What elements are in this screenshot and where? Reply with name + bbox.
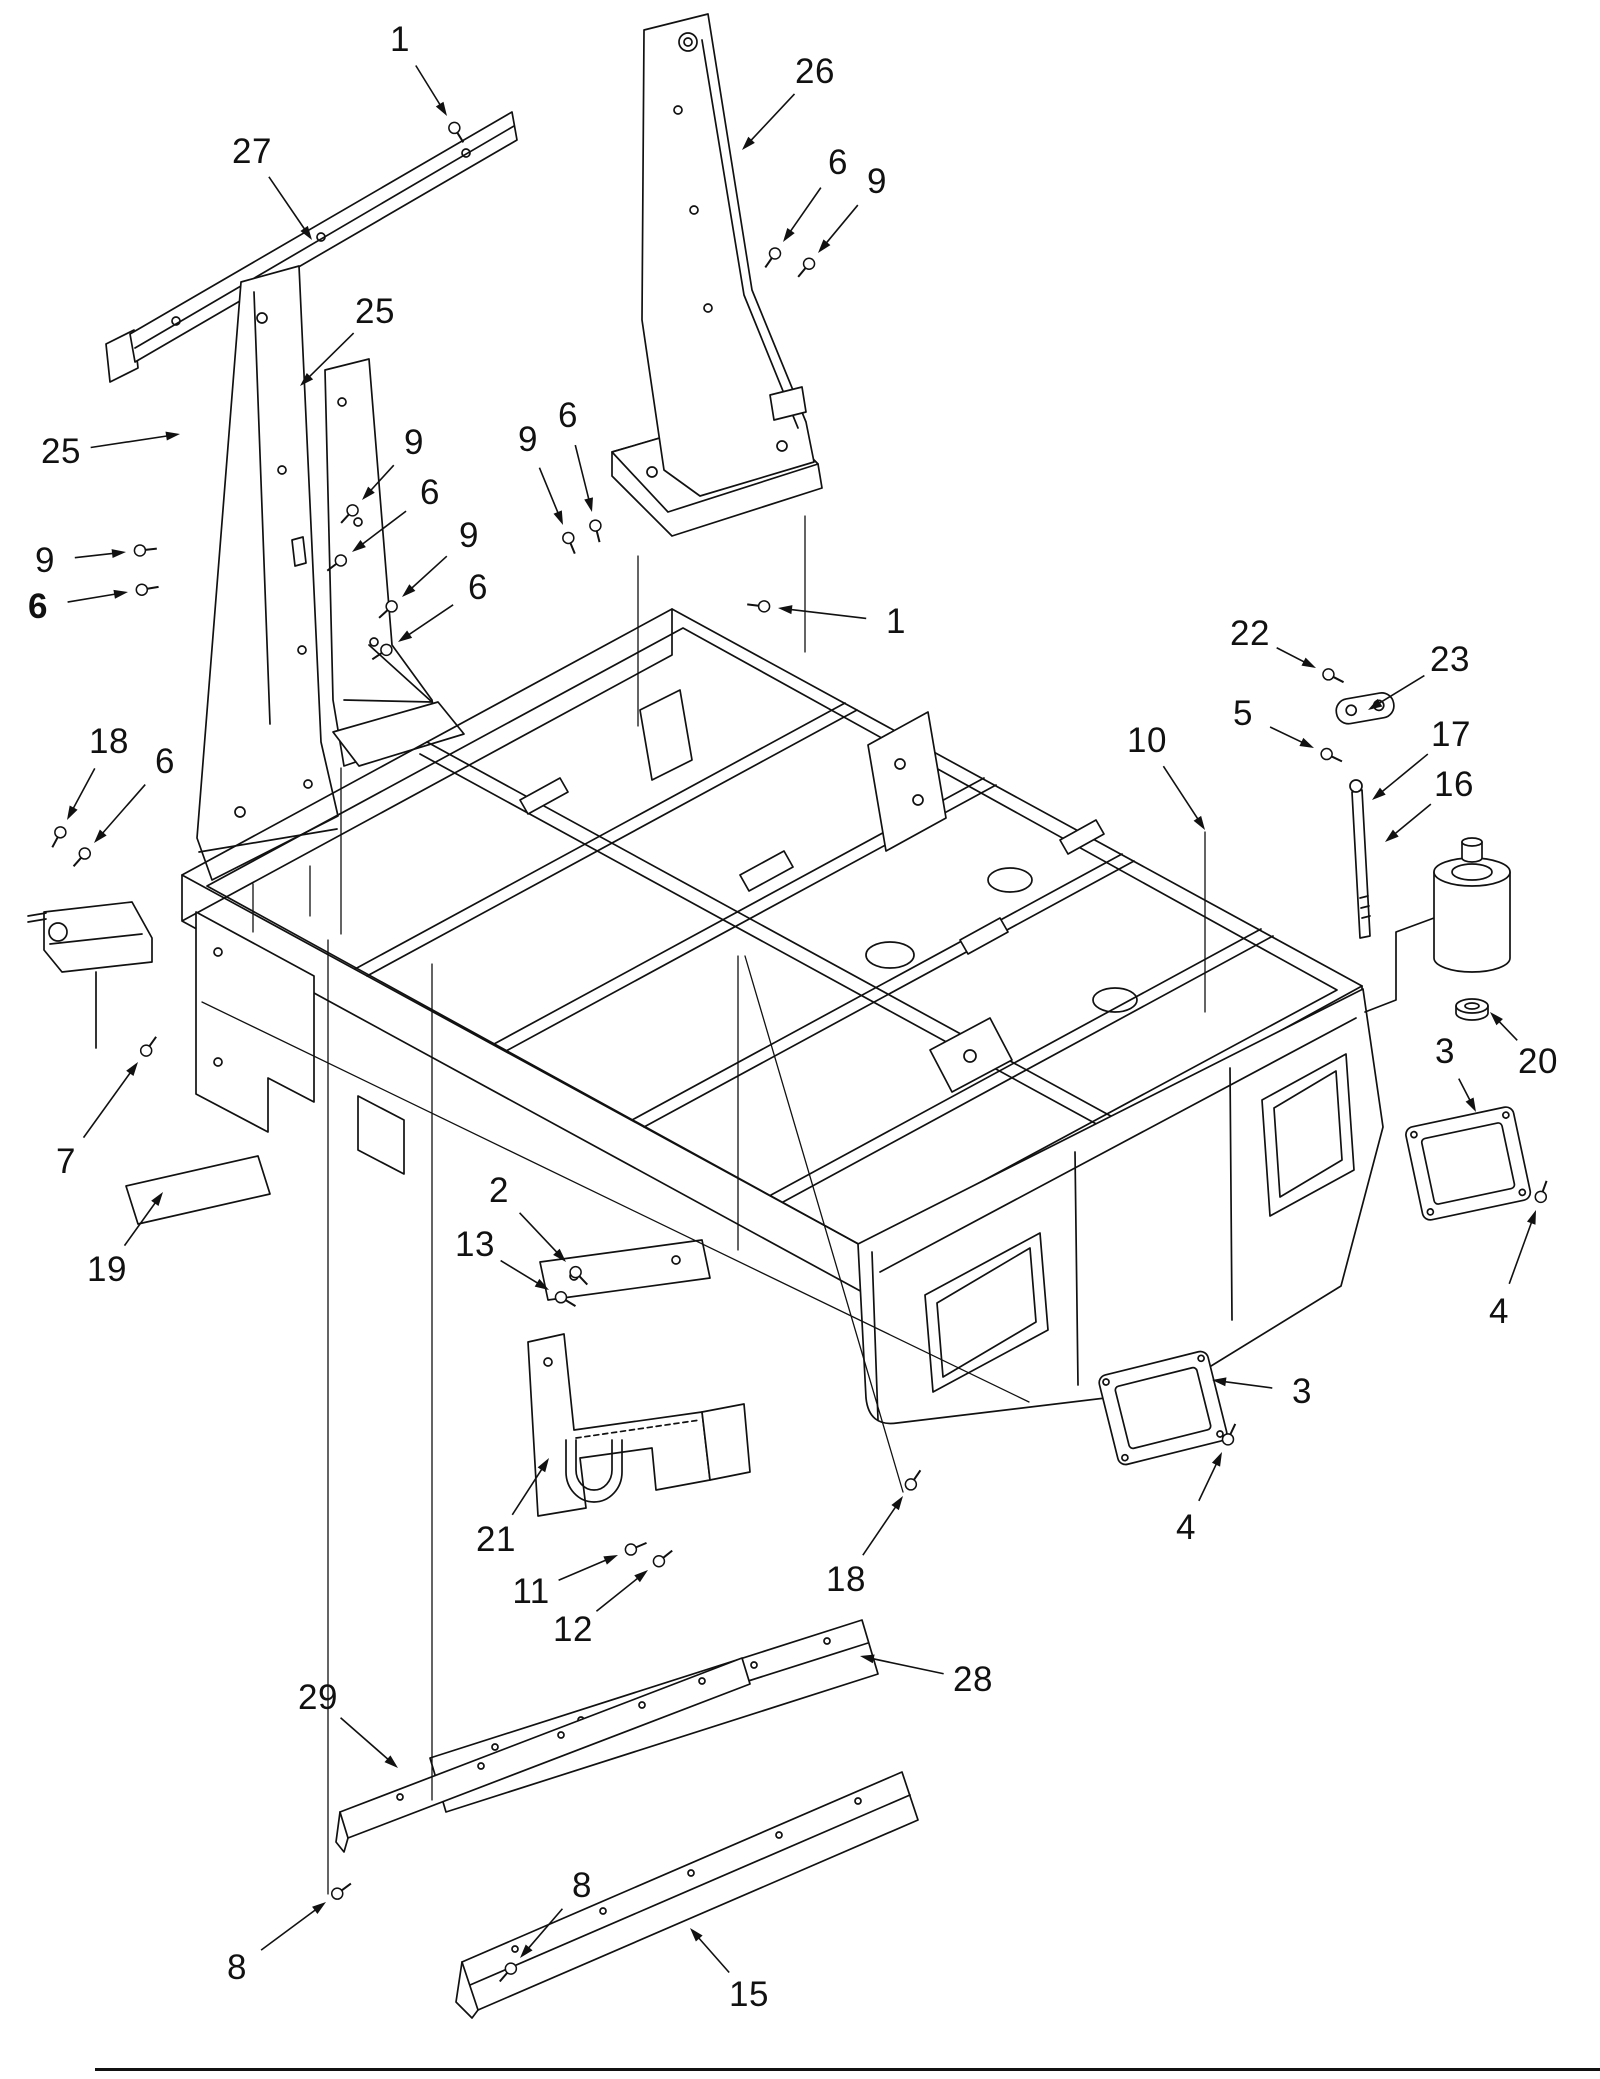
fastener-glyph <box>747 600 771 613</box>
callout-label-9: 9 <box>35 541 55 580</box>
fastener-glyph <box>652 1549 673 1568</box>
part-26-rear-bracket <box>611 13 823 537</box>
callout-label-3: 3 <box>1435 1032 1455 1071</box>
fastener-glyph <box>764 247 782 269</box>
part-20-washer <box>1455 998 1489 1021</box>
part-19-strip <box>125 1155 271 1225</box>
fastener-glyph <box>1534 1180 1548 1204</box>
callout-label-8: 8 <box>572 1866 592 1905</box>
callout-label-28: 28 <box>953 1660 993 1699</box>
part-bumper <box>857 988 1384 1425</box>
fastener-glyph <box>51 826 67 848</box>
fastener-glyph <box>562 531 576 555</box>
callout-label-27: 27 <box>232 132 272 171</box>
part-3-plate-lower <box>1098 1350 1228 1466</box>
fastener-glyph <box>624 1541 647 1556</box>
callout-label-10: 10 <box>1127 721 1167 760</box>
part-15-panel <box>455 1771 919 2019</box>
callout-label-1: 1 <box>390 20 410 59</box>
callout-label-25: 25 <box>41 432 81 471</box>
part-17-rod <box>1349 779 1371 939</box>
callout-label-18: 18 <box>826 1560 866 1599</box>
fastener-glyph <box>326 554 348 572</box>
callout-label-11: 11 <box>512 1572 550 1611</box>
callout-label-15: 15 <box>729 1975 769 2014</box>
fastener-glyph <box>72 847 92 867</box>
fastener-glyph <box>135 583 159 596</box>
fastener-glyph <box>904 1469 922 1491</box>
fastener-glyph <box>133 544 157 557</box>
fastener-glyph <box>378 600 398 619</box>
callout-label-6: 6 <box>28 587 48 626</box>
callout-label-1: 1 <box>886 602 906 641</box>
part-21-bracket <box>527 1239 751 1517</box>
page-footer-rule <box>95 2068 1600 2071</box>
callout-label-6: 6 <box>828 143 848 182</box>
callout-label-5: 5 <box>1233 694 1253 733</box>
fastener-glyph <box>589 519 602 543</box>
callout-label-2: 2 <box>489 1171 509 1210</box>
fastener-glyph <box>797 257 816 278</box>
part-7-left-bracket <box>27 901 153 1049</box>
fastener-glyph <box>340 504 359 524</box>
fastener-glyph <box>139 1036 157 1057</box>
fastener-glyph <box>448 121 465 143</box>
callout-label-16: 16 <box>1434 765 1474 804</box>
callout-label-13: 13 <box>455 1225 495 1264</box>
fastener-glyph <box>1320 747 1343 763</box>
callout-label-26: 26 <box>795 52 835 91</box>
part-3-plate-right <box>1405 1106 1532 1221</box>
callout-label-9: 9 <box>867 162 887 201</box>
fastener-glyph <box>330 1882 352 1900</box>
callout-label-29: 29 <box>298 1678 338 1717</box>
callout-label-9: 9 <box>518 420 538 459</box>
callout-label-21: 21 <box>476 1520 516 1559</box>
fastener-glyph <box>554 1291 577 1307</box>
fastener-glyph <box>569 1265 589 1286</box>
callout-label-4: 4 <box>1489 1292 1509 1331</box>
part-16-canister <box>1364 837 1511 1013</box>
part-25-inner-bracket <box>324 358 465 767</box>
callout-label-7: 7 <box>56 1142 76 1181</box>
callout-label-18: 18 <box>89 722 129 761</box>
part-29-strip <box>335 1657 751 1853</box>
callout-label-19: 19 <box>87 1250 127 1289</box>
frame-assembly <box>181 608 1363 1300</box>
construction-lines <box>201 515 1206 1895</box>
callout-label-23: 23 <box>1430 640 1470 679</box>
fastener-glyph <box>371 643 393 661</box>
callout-label-22: 22 <box>1230 614 1270 653</box>
callout-label-6: 6 <box>420 473 440 512</box>
fastener-glyph <box>499 1962 518 1983</box>
callout-label-9: 9 <box>404 423 424 462</box>
callout-label-8: 8 <box>227 1948 247 1987</box>
callout-label-6: 6 <box>468 568 488 607</box>
callout-label-25: 25 <box>355 292 395 331</box>
part-27-mounting-rail <box>105 111 518 383</box>
callout-label-20: 20 <box>1518 1042 1558 1081</box>
callout-label-9: 9 <box>459 516 479 555</box>
callout-label-17: 17 <box>1431 715 1471 754</box>
callout-label-6: 6 <box>155 742 175 781</box>
callout-label-6: 6 <box>558 396 578 435</box>
callout-label-12: 12 <box>553 1610 593 1649</box>
callout-label-3: 3 <box>1292 1372 1312 1411</box>
fastener-glyph <box>1322 668 1345 684</box>
callout-label-4: 4 <box>1176 1508 1196 1547</box>
part-25-left-bracket <box>196 265 339 881</box>
fastener-glyph <box>1221 1423 1237 1446</box>
